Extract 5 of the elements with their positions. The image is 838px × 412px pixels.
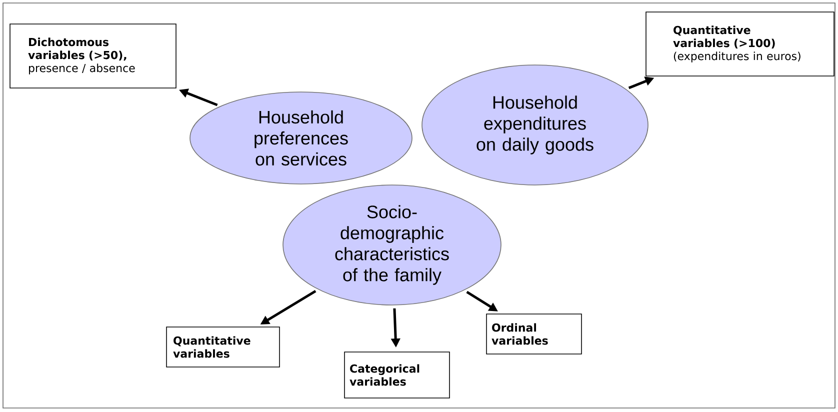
text-box: Quantitative variables bbox=[166, 326, 280, 368]
text-box: Ordinal variables bbox=[486, 314, 582, 354]
text-box: Categorical variables bbox=[344, 352, 450, 398]
text-box: Dichotomous variables (>50), presence / absence bbox=[10, 24, 176, 88]
text-box: Quantitative variables (>100) (expenditures in euros) bbox=[646, 12, 834, 76]
